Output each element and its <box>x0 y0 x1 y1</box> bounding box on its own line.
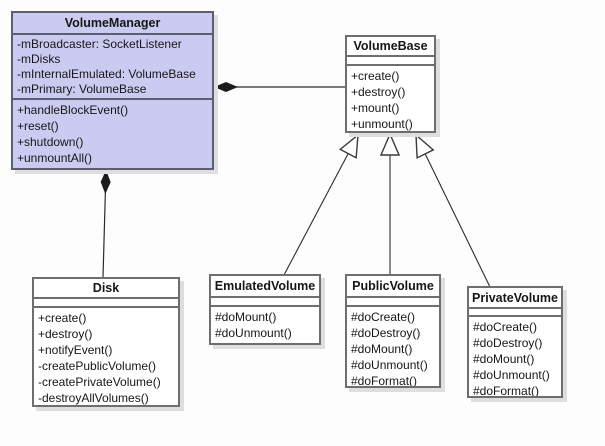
attributes-compartment: -mBroadcaster: SocketListener -mDisks -m… <box>13 35 212 100</box>
method: +shutdown() <box>17 135 84 149</box>
method: -createPrivateVolume() <box>38 375 161 389</box>
methods-compartment: #doMount() #doUnmount() <box>211 307 319 343</box>
method: +unmount() <box>351 117 413 131</box>
composition-link-volumemanager-disk <box>100 169 111 278</box>
methods-compartment: +create() +destroy() +notifyEvent() -cre… <box>34 308 178 405</box>
class-volume-base: VolumeBase +create() +destroy() +mount()… <box>345 35 436 133</box>
methods-compartment: #doCreate() #doDestroy() #doMount() #doU… <box>347 307 439 386</box>
class-name: EmulatedVolume <box>211 276 319 298</box>
method: +handleBlockEvent() <box>17 103 129 117</box>
attributes-compartment <box>211 298 319 307</box>
method: +create() <box>38 311 87 325</box>
attribute: -mDisks <box>17 52 61 66</box>
class-name: PrivateVolume <box>469 288 561 309</box>
method: +reset() <box>17 119 59 133</box>
method: #doDestroy() <box>473 336 543 350</box>
methods-compartment: #doCreate() #doDestroy() #doMount() #doU… <box>469 317 561 396</box>
class-volume-manager: VolumeManager -mBroadcaster: SocketListe… <box>11 11 214 170</box>
methods-compartment: +create() +destroy() +mount() +unmount() <box>347 66 434 131</box>
attributes-compartment <box>347 57 434 66</box>
method: +destroy() <box>351 85 406 99</box>
method: +notifyEvent() <box>38 343 113 357</box>
method: #doFormat() <box>351 374 418 386</box>
class-name: VolumeBase <box>347 37 434 57</box>
attributes-compartment <box>469 309 561 317</box>
class-disk: Disk +create() +destroy() +notifyEvent()… <box>32 277 180 407</box>
method: +unmountAll() <box>17 151 93 165</box>
attributes-compartment <box>347 298 439 307</box>
method: #doUnmount() <box>473 368 550 382</box>
method: +create() <box>351 69 400 83</box>
attribute: -mPrimary: VolumeBase <box>17 82 147 96</box>
method: #doFormat() <box>473 384 540 396</box>
class-public-volume: PublicVolume #doCreate() #doDestroy() #d… <box>345 274 441 388</box>
method: #doMount() <box>215 310 277 324</box>
attribute: -mBroadcaster: SocketListener <box>17 37 182 51</box>
method: #doDestroy() <box>351 326 421 340</box>
attributes-compartment <box>34 299 178 308</box>
method: #doMount() <box>351 342 413 356</box>
methods-compartment: +handleBlockEvent() +reset() +shutdown()… <box>13 100 212 168</box>
method: #doCreate() <box>351 310 416 324</box>
class-private-volume: PrivateVolume #doCreate() #doDestroy() #… <box>467 286 563 398</box>
class-name: PublicVolume <box>347 276 439 298</box>
method: #doUnmount() <box>351 358 428 372</box>
method: #doMount() <box>473 352 535 366</box>
generalization-link-emulatedvolume-volumebase <box>283 135 358 276</box>
method: #doCreate() <box>473 320 538 334</box>
method: +mount() <box>351 101 400 115</box>
class-emulated-volume: EmulatedVolume #doMount() #doUnmount() <box>209 274 321 345</box>
method: -createPublicVolume() <box>38 359 157 373</box>
attribute: -mInternalEmulated: VolumeBase <box>17 67 196 81</box>
class-name: VolumeManager <box>13 13 212 35</box>
method: -destroyAllVolumes() <box>38 391 149 405</box>
method: +destroy() <box>38 327 93 341</box>
generalization-link-privatevolume-volumebase <box>416 135 491 288</box>
method: #doUnmount() <box>215 326 292 340</box>
class-name: Disk <box>34 279 178 299</box>
